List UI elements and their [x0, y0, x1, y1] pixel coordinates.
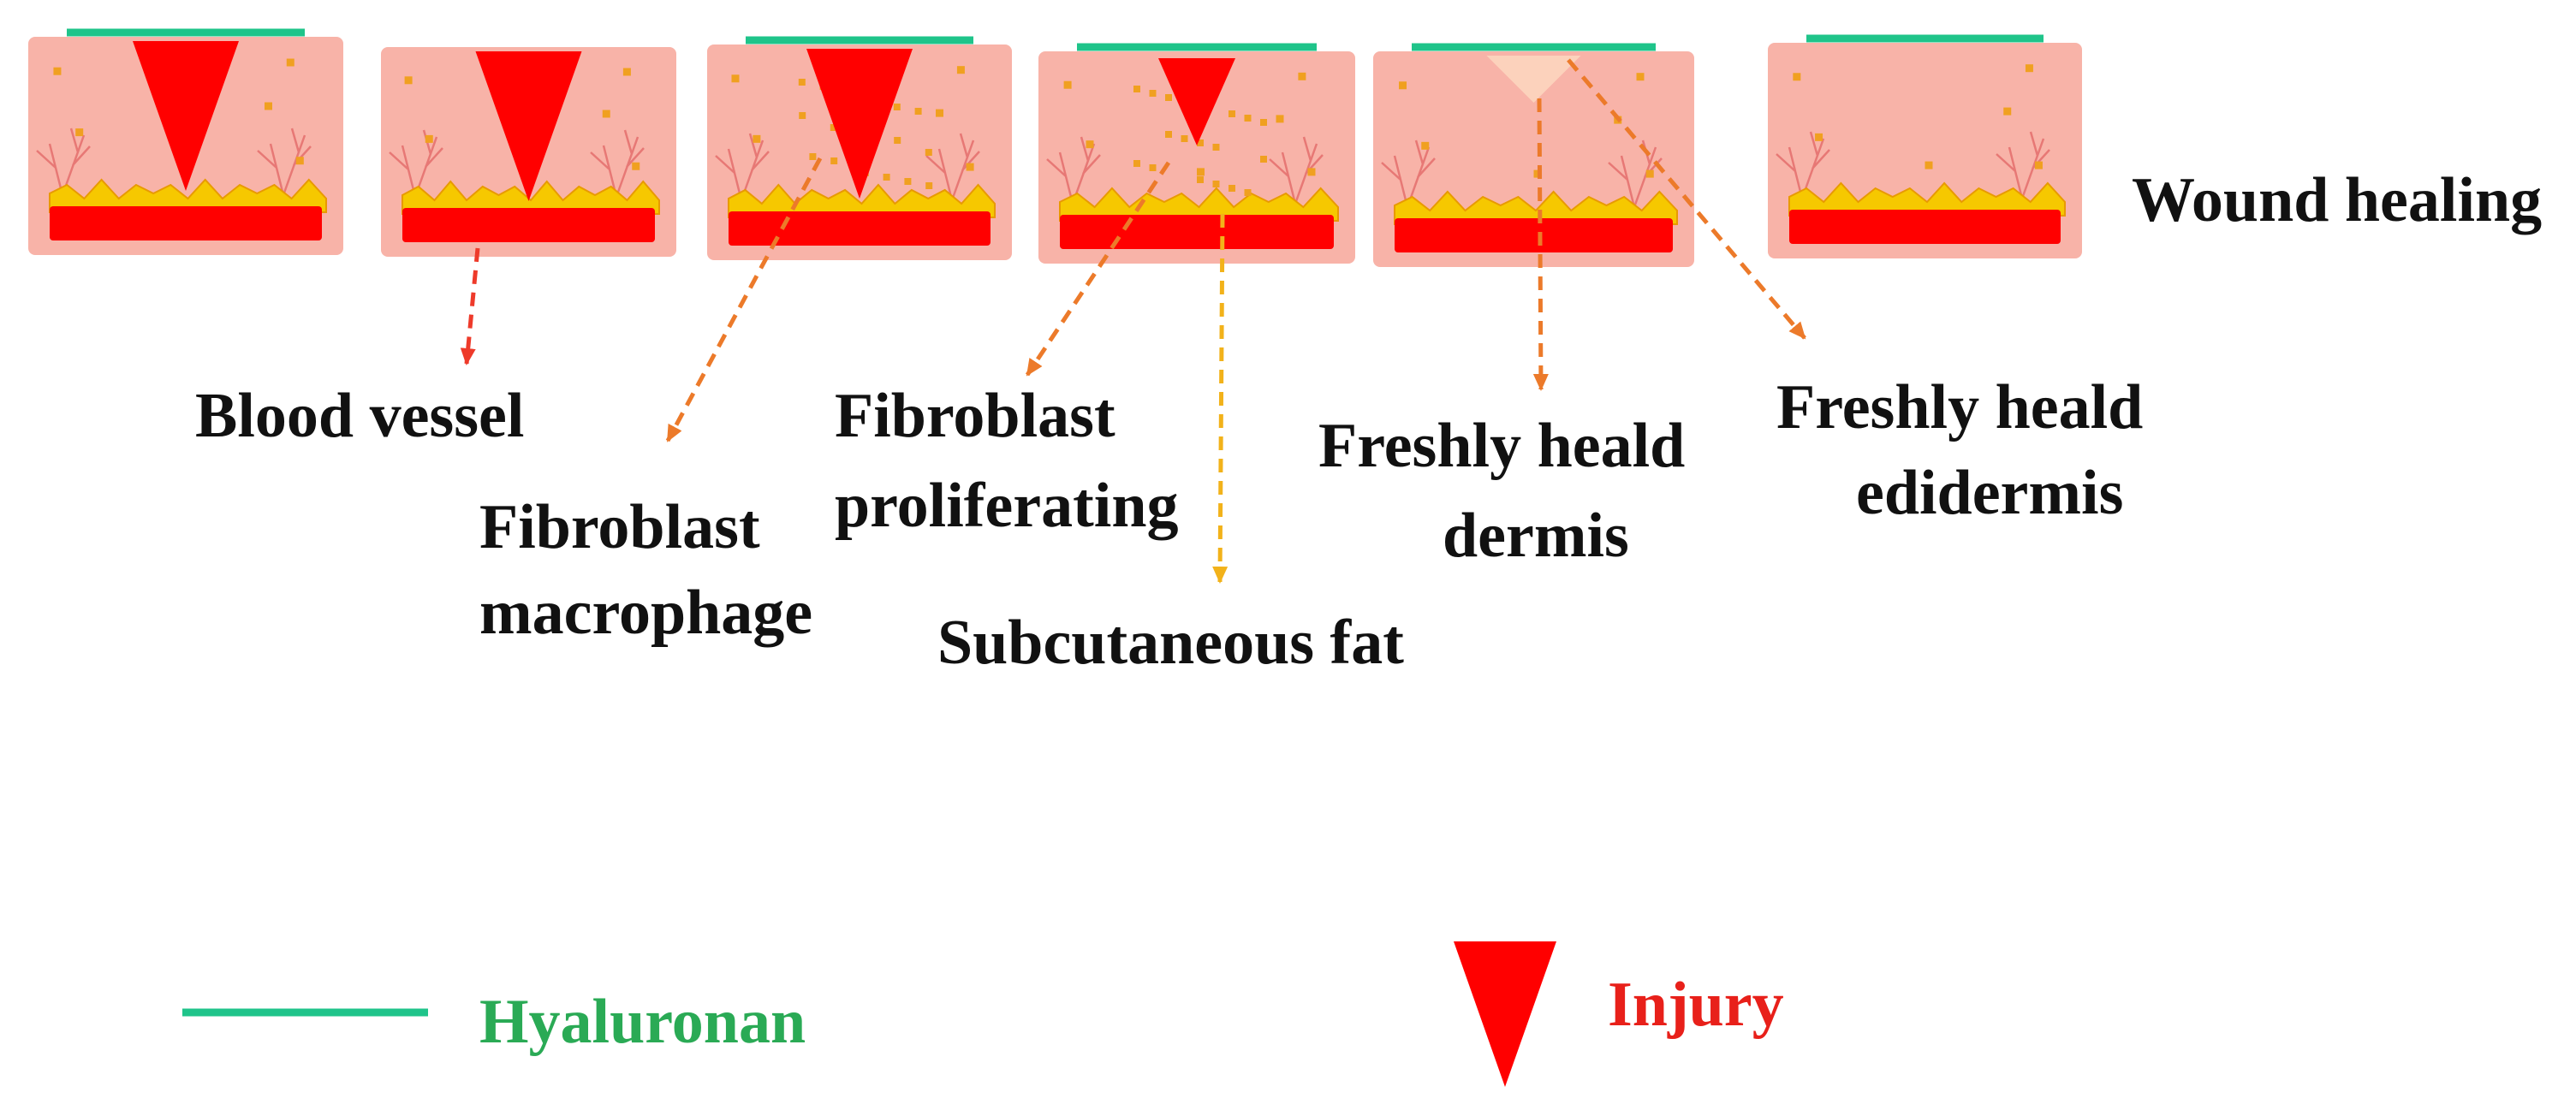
blood-vessel	[1395, 218, 1673, 252]
blood-vessel	[402, 208, 655, 242]
blood-vessel	[1060, 215, 1334, 249]
label-fibroblast-macrophage-line2: macrophage	[479, 578, 812, 648]
arrow-fibroblast-macrophage	[665, 157, 823, 442]
blood-vessel	[729, 211, 991, 246]
stage-panel-5	[1373, 43, 1694, 267]
capillaries	[1776, 131, 2050, 199]
injury-wound	[133, 41, 239, 191]
stage-panel-6	[1768, 34, 2082, 258]
stage-panel-3	[707, 36, 1012, 260]
wound-healing-label: Wound healing	[2132, 165, 2542, 235]
fibroblast-cells	[1063, 72, 1316, 196]
label-freshly-epidermis-line2: edidermis	[1856, 458, 2123, 528]
subcutaneous-fat-layer	[1059, 187, 1339, 222]
subcutaneous-fat-layer	[1394, 190, 1678, 225]
capillaries	[389, 129, 645, 198]
label-fibroblast-proliferating-line2: proliferating	[835, 471, 1178, 541]
stage-panel-2	[381, 47, 676, 257]
arrow-fibroblast-proliferating	[1025, 161, 1171, 377]
capillaries	[1046, 136, 1324, 205]
legend: Hyaluronan Injury	[182, 941, 1784, 1087]
legend-injury-triangle	[1454, 941, 1556, 1087]
fibroblast-cells	[1793, 64, 2043, 169]
label-fibroblast-macrophage-line1: Fibroblast	[479, 492, 760, 562]
healing-wound	[1486, 56, 1581, 103]
arrow-blood-vessel	[460, 247, 480, 365]
arrow-freshly-epidermis	[1567, 58, 1806, 340]
callout-arrows	[460, 58, 1806, 584]
subcutaneous-fat-layer	[1788, 181, 2066, 217]
stage-panel-1	[28, 28, 343, 255]
label-freshly-dermis-line1: Freshly heald	[1318, 411, 1685, 481]
injury-wound	[1158, 58, 1235, 145]
capillaries	[36, 128, 312, 196]
label-freshly-epidermis-line1: Freshly heald	[1776, 372, 2143, 442]
subcutaneous-fat-layer	[402, 180, 660, 215]
stage-panels	[28, 28, 2082, 267]
arrow-subcutaneous-fat	[1212, 213, 1229, 584]
legend-hyaluronan-label: Hyaluronan	[479, 987, 806, 1057]
subcutaneous-fat-layer	[49, 178, 327, 213]
blood-vessel	[1789, 210, 2061, 244]
label-freshly-dermis-line2: dermis	[1443, 501, 1629, 571]
arrow-freshly-dermis	[1532, 98, 1549, 391]
label-fibroblast-proliferating-line1: Fibroblast	[835, 381, 1115, 451]
label-subcutaneous-fat: Subcutaneous fat	[937, 608, 1404, 678]
blood-vessel	[50, 206, 322, 240]
injury-wound	[806, 49, 913, 199]
capillaries	[1381, 139, 1663, 208]
subcutaneous-fat-layer	[728, 183, 996, 218]
stage-panel-4	[1038, 43, 1355, 264]
capillaries	[715, 133, 980, 201]
label-blood-vessel: Blood vessel	[195, 381, 524, 451]
injury-wound	[475, 51, 582, 201]
legend-injury-label: Injury	[1608, 970, 1784, 1040]
